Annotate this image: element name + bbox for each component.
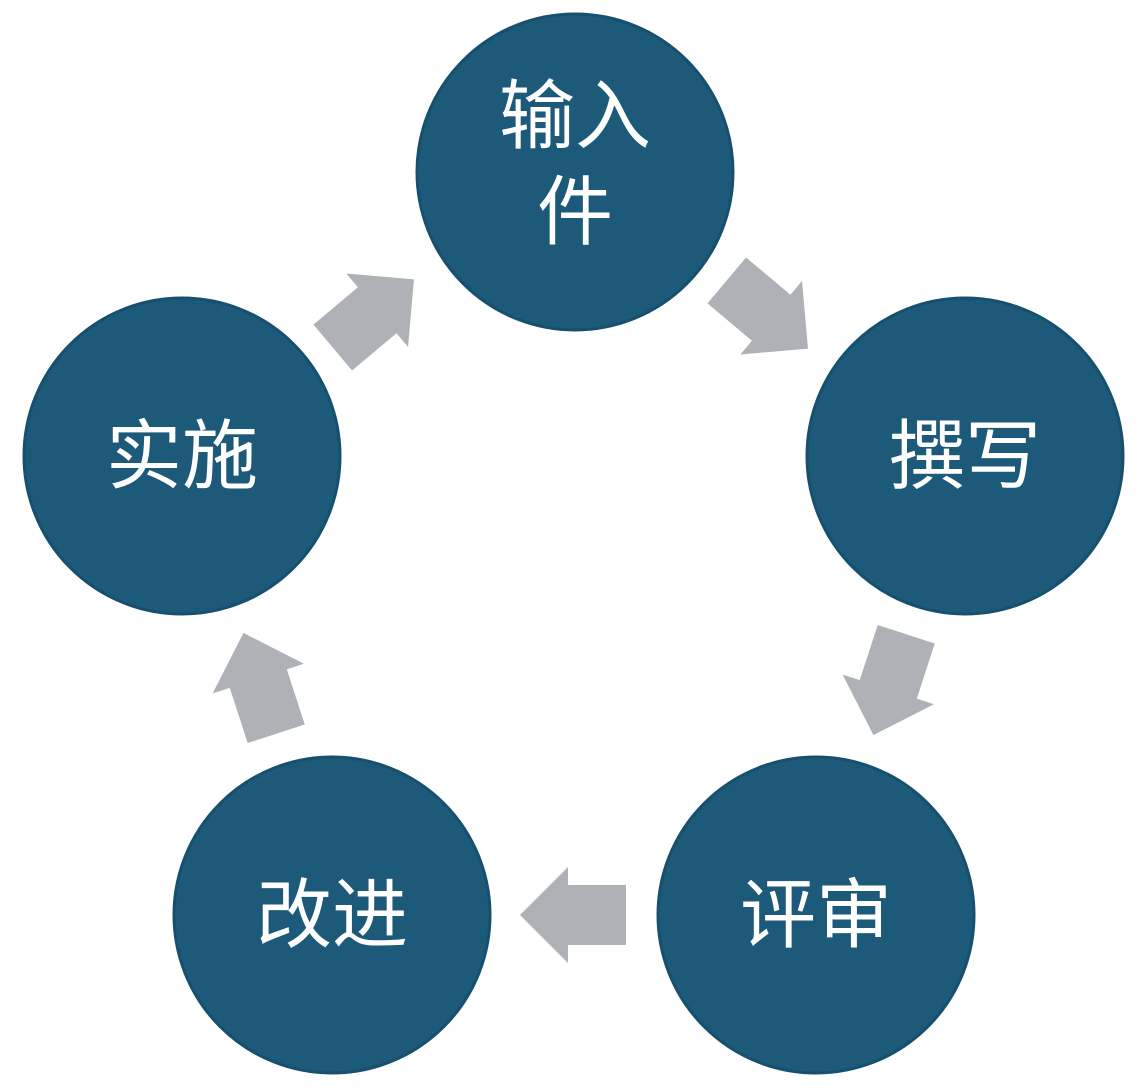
node-write-label: 撰写 [889, 412, 1041, 501]
node-input: 输入 件 [415, 12, 735, 332]
arrow-review-to-improve [520, 867, 626, 963]
node-implement-outline [22, 296, 342, 616]
arrow-write-to-review [842, 624, 935, 736]
node-improve-circle [174, 757, 490, 1073]
node-review-circle [658, 757, 974, 1073]
arrow-input-to-write [707, 257, 808, 355]
node-review: 评审 [656, 755, 976, 1075]
node-improve-outline [172, 755, 492, 1075]
node-write: 撰写 [805, 296, 1125, 616]
node-improve-label: 改进 [256, 871, 408, 960]
node-improve: 改进 [172, 755, 492, 1075]
arrows [212, 257, 935, 963]
node-implement: 实施 [22, 296, 342, 616]
node-implement-label: 实施 [106, 412, 258, 501]
node-review-outline [656, 755, 976, 1075]
node-input-label-line-2: 件 [537, 168, 613, 257]
arrow-improve-to-implement [212, 632, 305, 744]
node-input-outline [415, 12, 735, 332]
node-input-circle [417, 14, 733, 330]
node-implement-circle [24, 298, 340, 614]
arrow-implement-to-input [313, 273, 414, 371]
node-write-circle [807, 298, 1123, 614]
node-write-outline [805, 296, 1125, 616]
node-input-label-line-1: 输入 [499, 72, 651, 161]
node-review-label: 评审 [740, 871, 892, 960]
